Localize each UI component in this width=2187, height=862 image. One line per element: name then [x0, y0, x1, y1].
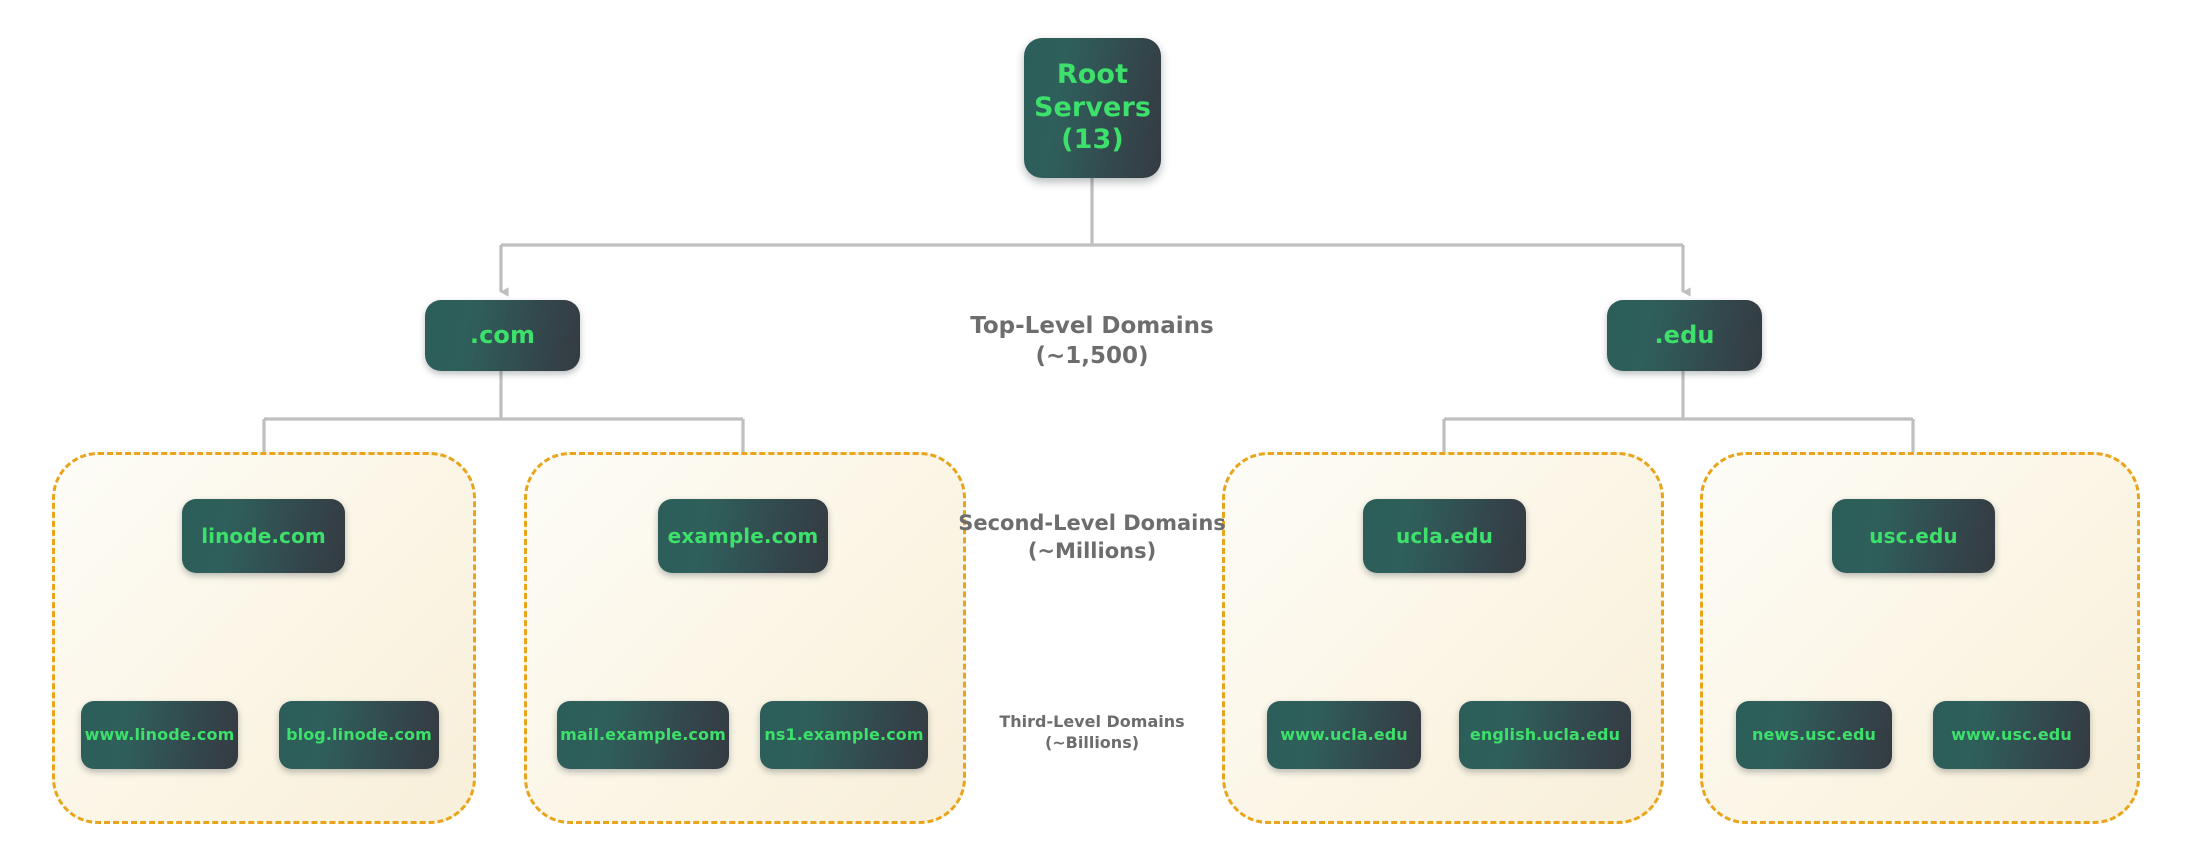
root-line-1: Root [1056, 58, 1129, 90]
node-leaf-www-linode-com[interactable]: www.linode.com [81, 701, 238, 769]
node-leaf-www-ucla-edu[interactable]: www.ucla.edu [1267, 701, 1421, 769]
node-leaf-ns1-example-com[interactable]: ns1.example.com [760, 701, 928, 769]
node-leaf-www-usc-edu[interactable]: www.usc.edu [1933, 701, 2090, 769]
caption-title: Second-Level Domains [958, 511, 1226, 535]
node-leaf-english-ucla-edu[interactable]: english.ucla.edu [1459, 701, 1631, 769]
node-label: www.linode.com [84, 725, 235, 745]
caption-top-level-domains: Top-Level Domains (~1,500) [892, 311, 1292, 372]
root-line-3: (13) [1061, 124, 1124, 156]
node-label: example.com [667, 523, 819, 548]
node-sld-usc-edu[interactable]: usc.edu [1832, 499, 1995, 573]
node-label: .com [469, 320, 536, 349]
root-line-2: Servers [1033, 91, 1152, 123]
node-label: ucla.edu [1396, 523, 1493, 548]
node-sld-linode-com[interactable]: linode.com [182, 499, 345, 573]
node-label: blog.linode.com [286, 725, 432, 745]
node-tld-edu[interactable]: .edu [1607, 300, 1762, 371]
node-label: linode.com [201, 523, 326, 548]
node-label: .edu [1654, 320, 1715, 349]
caption-count: (~1,500) [1035, 343, 1149, 370]
node-label: english.ucla.edu [1469, 725, 1621, 745]
caption-count: (~Billions) [1044, 733, 1140, 753]
node-label: www.ucla.edu [1280, 725, 1408, 745]
node-leaf-mail-example-com[interactable]: mail.example.com [557, 701, 729, 769]
caption-title: Top-Level Domains [970, 313, 1214, 339]
node-leaf-news-usc-edu[interactable]: news.usc.edu [1736, 701, 1892, 769]
node-label: news.usc.edu [1752, 725, 1876, 745]
caption-third-level-domains: Third-Level Domains (~Billions) [932, 711, 1252, 753]
node-root-servers[interactable]: Root Servers (13) [1024, 38, 1161, 178]
node-label: www.usc.edu [1951, 725, 2072, 745]
node-label: ns1.example.com [764, 725, 924, 745]
caption-title: Third-Level Domains [999, 712, 1185, 731]
node-sld-example-com[interactable]: example.com [658, 499, 828, 573]
node-label: usc.edu [1869, 523, 1958, 548]
node-leaf-blog-linode-com[interactable]: blog.linode.com [279, 701, 439, 769]
node-label: mail.example.com [560, 725, 726, 745]
caption-second-level-domains: Second-Level Domains (~Millions) [900, 510, 1284, 565]
node-tld-com[interactable]: .com [425, 300, 580, 371]
node-sld-ucla-edu[interactable]: ucla.edu [1363, 499, 1526, 573]
caption-count: (~Millions) [1027, 538, 1157, 563]
